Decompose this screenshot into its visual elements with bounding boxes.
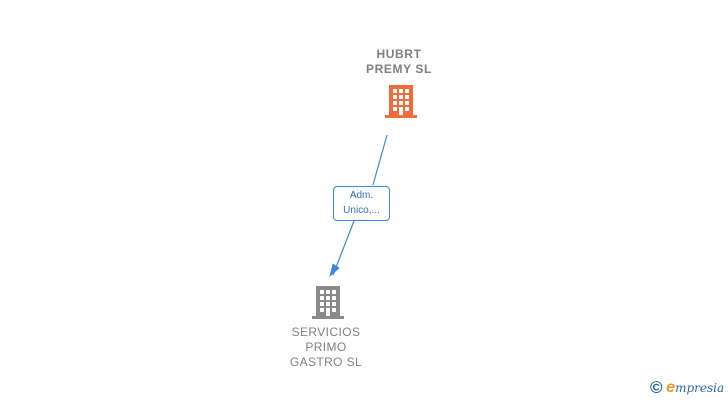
edge-label[interactable]: Adm. Unico,... [333, 186, 390, 221]
building-icon[interactable] [384, 83, 418, 119]
building-icon[interactable] [311, 284, 345, 320]
edge-arrowhead [329, 263, 340, 278]
node-label-servicios: SERVICIOS PRIMO GASTRO SL [289, 325, 363, 369]
empresia-logo: © empresia [650, 378, 724, 398]
logo-text: mpresia [675, 381, 725, 395]
node-label-hubrt: HUBRT PREMY SL [366, 47, 432, 76]
logo-e: e [666, 379, 676, 396]
copyright-symbol: © [650, 378, 663, 397]
